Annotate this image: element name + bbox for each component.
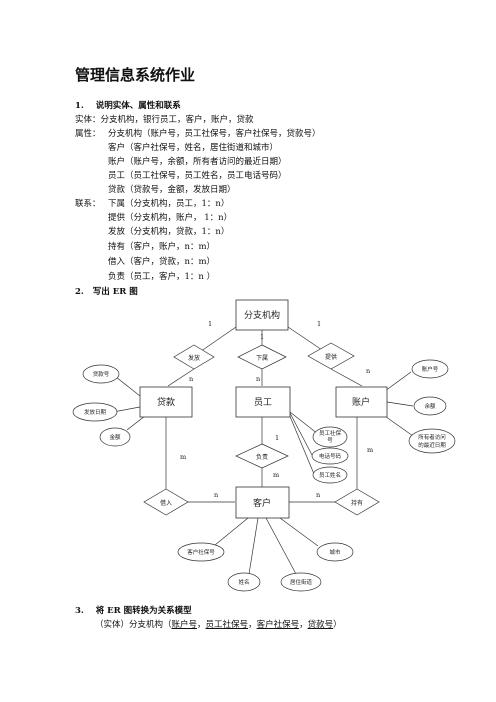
- attribute-recent-access-date-line1: 所有者访问: [418, 433, 446, 441]
- cardinality-employee-responsible: 1: [275, 434, 279, 442]
- attribute-customer-ssn-label: 客户社保号: [187, 548, 215, 556]
- relationship-issue-label: 发放: [188, 354, 200, 362]
- cardinality-branch-provide: 1: [317, 320, 321, 328]
- relationship-responsible-label: 负责: [256, 453, 268, 461]
- relation-line: 下属（分支机构，员工，1：n）: [108, 199, 230, 209]
- attributes-label: 属性：: [75, 129, 101, 139]
- entity-customer-label: 客户: [253, 497, 271, 509]
- attribute-amount: [99, 427, 131, 447]
- entity-employee-label: 员工: [254, 397, 272, 408]
- er-connectors: [112, 326, 414, 575]
- attribute-recent-access-date-line2: 的最近日期: [418, 441, 446, 449]
- attribute-customer-name: [227, 572, 261, 592]
- entity-loan: [139, 386, 193, 418]
- attribute-line: 贷款（贷款号，金额，发放日期）: [108, 185, 236, 195]
- attribute-customer-ssn: [177, 542, 225, 562]
- separator: ，: [197, 620, 206, 630]
- attribute-residence-street-label: 居住街道: [290, 578, 313, 586]
- relationship-hold-label: 持有: [351, 499, 363, 507]
- relation-line: 借入（客户，贷款，n：m）: [108, 257, 216, 267]
- cardinality-branch-issue: 1: [208, 320, 212, 328]
- attribute-line: 客户（客户社保号，姓名，居住街道和城市）: [108, 143, 279, 153]
- attribute-account-no: [411, 359, 449, 379]
- attribute-line: 分支机构（账户号，员工社保号，客户社保号，贷款号）: [108, 129, 321, 139]
- entity-customer: [235, 486, 290, 519]
- separator: ，: [299, 620, 308, 630]
- relationship-subordinate: [237, 344, 287, 370]
- section-2-number: 2.: [75, 287, 84, 297]
- relation-model-suffix: ）: [333, 620, 342, 630]
- section-1-heading: 1. 说明实体、属性和联系: [75, 99, 181, 111]
- section-1-number: 1.: [75, 101, 84, 111]
- relationship-hold: [334, 488, 380, 516]
- key-loan-no: 贷款号: [307, 620, 334, 630]
- attribute-issue-date: [72, 402, 118, 422]
- cardinality-branch-subordinate: 1: [260, 333, 264, 341]
- attribute-employee-ssn-line1: 员工社保: [319, 429, 342, 437]
- cardinality-labels: 1 1 1 n n n 1 m m m n n: [180, 320, 373, 499]
- section-3-number: 3.: [75, 606, 84, 616]
- attribute-loan-no-label: 贷款号: [93, 370, 110, 378]
- relationship-responsible: [235, 443, 289, 469]
- key-employee-ssn: 员工社保号: [205, 620, 249, 630]
- attribute-line: 账户（账户号，余额，所有者访问的最近日期）: [108, 157, 287, 167]
- attribute-city-label: 城市: [329, 548, 341, 556]
- cardinality-issue-loan: n: [189, 375, 193, 383]
- section-1-title: 说明实体、属性和联系: [95, 101, 181, 111]
- relationship-provide-label: 提供: [325, 353, 337, 361]
- separator: ，: [248, 620, 257, 630]
- entity-branch-label: 分支机构: [244, 309, 280, 321]
- relation-line: 发放（分支机构，贷款，1：n）: [108, 227, 230, 237]
- attribute-recent-access-date: [408, 428, 456, 454]
- cardinality-provide-account: n: [366, 367, 370, 375]
- entity-account-label: 账户: [352, 396, 370, 408]
- section-2-title: 写出 ER 图: [92, 287, 138, 297]
- cardinality-borrow-customer: n: [214, 491, 218, 499]
- relationship-subordinate-label: 下属: [256, 355, 268, 362]
- relationship-borrow-label: 借入: [160, 499, 172, 507]
- relationship-provide: [307, 342, 355, 370]
- attribute-employee-name-label: 员工姓名: [319, 471, 341, 479]
- attribute-balance-label: 余额: [424, 402, 436, 410]
- relation-line: 提供（分支机构，账户， 1：n）: [108, 213, 233, 223]
- relations-label: 联系：: [75, 199, 101, 209]
- page-title: 管理信息系统作业: [75, 66, 196, 84]
- attribute-employee-phone-label: 电话号码: [319, 452, 342, 460]
- attribute-line: 员工（员工社保号，员工姓名，员工电话号码）: [108, 171, 287, 181]
- entity-account: [335, 386, 388, 418]
- relation-line: 负责（员工，客户，1：n ）: [108, 272, 216, 282]
- cardinality-hold-customer: n: [316, 491, 320, 499]
- section-3-title: 将 ER 图转换为关系模型: [95, 606, 192, 616]
- attribute-employee-ssn: [312, 426, 348, 448]
- section-3-heading: 3. 将 ER 图转换为关系模型: [75, 604, 192, 616]
- relation-model-prefix: （实体）分支机构（: [95, 620, 172, 630]
- attribute-loan-no: [82, 364, 120, 384]
- cardinality-responsible-customer: m: [273, 471, 279, 479]
- attribute-balance: [413, 396, 447, 416]
- attribute-account-no-label: 账户号: [422, 365, 439, 373]
- relationship-borrow: [143, 488, 189, 516]
- relation-line: 持有（客户，账户，n：m）: [108, 242, 216, 252]
- cardinality-account-hold: m: [367, 446, 373, 454]
- attribute-employee-phone: [311, 447, 349, 465]
- attribute-customer-name-label: 姓名: [238, 578, 249, 586]
- entity-loan-label: 贷款: [157, 396, 175, 408]
- entity-employee: [235, 386, 291, 418]
- cardinality-loan-borrow: m: [180, 453, 186, 461]
- entity-branch: [235, 299, 289, 331]
- entities-line: 实体：分支机构，银行员工，客户，账户，贷款: [75, 115, 254, 125]
- cardinality-subordinate-employee: n: [256, 375, 260, 383]
- key-customer-ssn: 客户社保号: [256, 620, 300, 630]
- attribute-employee-ssn-line2: 号: [327, 437, 333, 444]
- attribute-city: [316, 542, 354, 562]
- attribute-issue-date-label: 发放日期: [84, 408, 107, 416]
- section-2-heading: 2. 写出 ER 图: [75, 285, 138, 297]
- attribute-employee-name: [312, 466, 348, 484]
- relation-model-line: （实体）分支机构（账户号，员工社保号，客户社保号，贷款号）: [95, 618, 342, 630]
- attribute-residence-street: [280, 572, 322, 592]
- key-account-no: 账户号: [171, 620, 198, 630]
- attribute-amount-label: 金额: [109, 433, 121, 441]
- relationship-issue: [173, 344, 215, 370]
